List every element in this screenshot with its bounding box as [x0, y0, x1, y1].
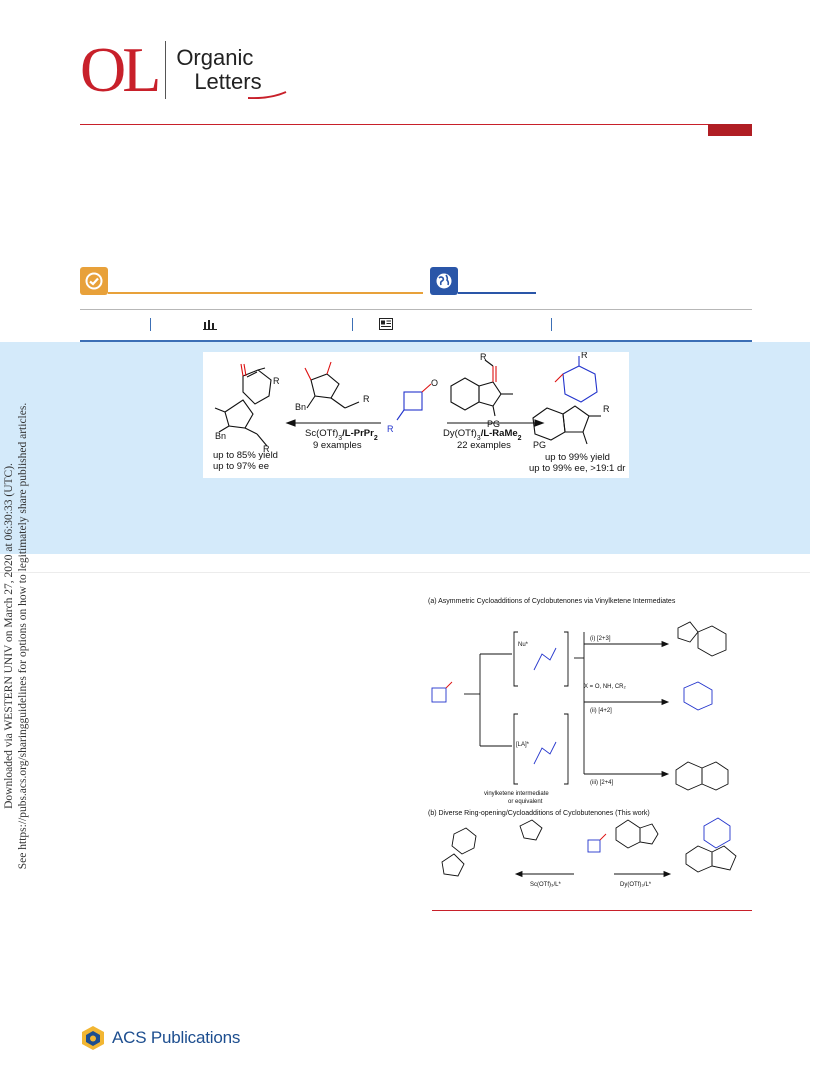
article-recommendations-icon[interactable] [379, 318, 393, 330]
open-access-rule [108, 292, 423, 294]
section-rule [0, 572, 810, 573]
toc-label-r2-reagent: R [363, 394, 370, 404]
toc-left-catalyst: Sc(OTf)3/L-PrPr2 [305, 428, 378, 442]
toc-label-o: O [431, 378, 438, 388]
globe-icon[interactable] [430, 267, 458, 295]
figure-nu-label: Nu* [518, 642, 529, 648]
metrics-separator [352, 318, 353, 331]
metrics-separator [150, 318, 151, 331]
toc-label-r1: R [273, 376, 280, 386]
figure-x-note: X = O, NH, CR₂ [584, 684, 627, 690]
figure-part-b-title: (b) Diverse Ring-opening/Cycloadditions … [428, 810, 650, 817]
logo-swoosh-icon [248, 91, 287, 99]
toc-left-ee: up to 97% ee [213, 461, 269, 472]
toc-graphic: Bn R R Bn R R O R PG R R PG Sc(OTf)3/L-P… [203, 350, 629, 478]
figure-b-right-catalyst: Dy(OTf)₃/L* [620, 882, 652, 888]
figure-1: (a) Asymmetric Cycloadditions of Cyclobu… [424, 592, 758, 908]
download-notice-line1: Downloaded via WESTERN UNIV on March 27,… [3, 463, 15, 809]
toc-right-catalyst: Dy(OTf)3/L-RaMe2 [443, 428, 522, 442]
figure-la-label: [LA]* [516, 742, 530, 748]
toc-left-yield: up to 85% yield [213, 450, 278, 461]
toc-right-ee: up to 99% ee, >19:1 dr [529, 463, 625, 474]
acs-hexagon-icon [82, 1026, 104, 1050]
toc-label-r1-cyclobutenone: R [387, 424, 394, 434]
figure-step-iii: (iii) [2+4] [590, 780, 614, 786]
toc-left-examples: 9 examples [313, 440, 362, 451]
journal-abbrev: OL [80, 34, 161, 105]
open-access-check-icon[interactable] [80, 267, 108, 295]
toc-label-pg: PG [487, 419, 500, 429]
journal-name-line2: Letters [194, 71, 287, 99]
figure-intermediate-line2: or equivalent [508, 799, 543, 805]
toc-right-examples: 22 examples [457, 440, 511, 451]
figure-step-ii: (ii) [4+2] [590, 708, 612, 714]
acs-publications-logo[interactable]: ACS Publications [80, 1022, 240, 1054]
toc-label-r3: R [480, 352, 487, 362]
metrics-separator [551, 318, 552, 331]
figure-part-a-title: (a) Asymmetric Cycloadditions of Cyclobu… [428, 598, 676, 605]
header-tag [708, 124, 752, 136]
toc-label-bn-reagent: Bn [295, 402, 306, 412]
toc-label-r2: R [263, 444, 270, 454]
license-rule [458, 292, 536, 294]
logo-divider [165, 41, 167, 99]
figure-1-scheme: (a) Asymmetric Cycloadditions of Cyclobu… [428, 598, 737, 888]
metrics-chart-icon[interactable] [203, 318, 217, 330]
toc-label-r1-product: R [581, 352, 588, 360]
journal-logo[interactable]: OL Organic Letters [80, 34, 287, 105]
download-notice: Downloaded via WESTERN UNIV on March 27,… [2, 326, 30, 946]
journal-name: Organic Letters [176, 45, 287, 99]
download-notice-line2[interactable]: See https://pubs.acs.org/sharingguidelin… [17, 402, 29, 870]
metrics-bottom-rule [80, 340, 752, 342]
figure-rule [432, 910, 752, 911]
figure-step-i: (i) [2+3] [590, 636, 611, 642]
publisher-name: ACS Publications [112, 1028, 241, 1047]
journal-name-line1: Organic [176, 45, 254, 70]
toc-scheme: Bn R R Bn R R O R PG R R PG Sc(OTf)3/L-P… [213, 350, 625, 474]
figure-intermediate-line1: vinylketene intermediate [484, 791, 549, 797]
toc-label-r3-product: R [603, 404, 610, 414]
figure-b-left-catalyst: Sc(OTf)₃/L* [530, 882, 561, 888]
toc-label-pg-product: PG [533, 440, 546, 450]
metrics-top-rule [80, 309, 752, 310]
toc-right-yield: up to 99% yield [545, 452, 610, 463]
header-rule [80, 124, 752, 125]
toc-label-bn: Bn [215, 431, 226, 441]
